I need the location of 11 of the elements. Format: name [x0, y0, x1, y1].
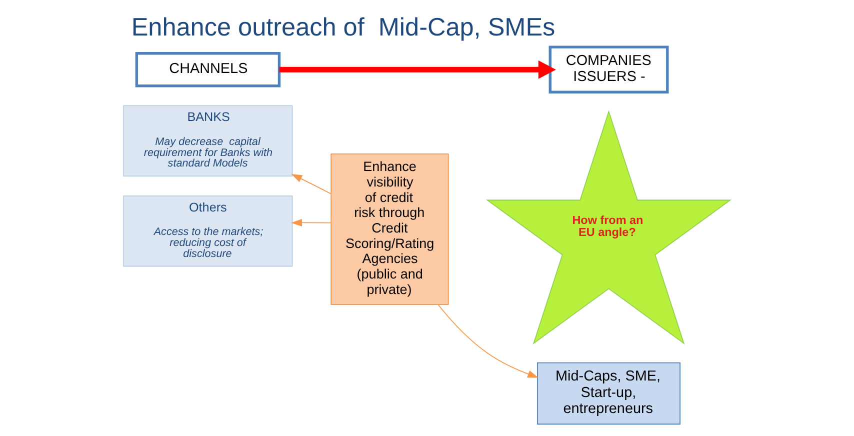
- arrow: [291, 218, 332, 226]
- arrow: [291, 174, 332, 194]
- node-box: CHANNELS: [135, 52, 281, 88]
- node-box: BANKS May decrease capital requirement for Banks with standard Models: [123, 105, 293, 176]
- node-box: COMPANIES ISSUERS -: [548, 46, 669, 94]
- arrow: [438, 304, 538, 378]
- node-box: Mid-Caps, SME, Start-up, entrepreneurs: [537, 362, 680, 425]
- node-box: Others Access to the markets; reducing cost of disclosure: [123, 195, 293, 267]
- node-box: Enhance visibility of credit risk through Credit Scoring/Rating Agencies (public and private): [330, 154, 449, 306]
- arrow: [279, 60, 556, 79]
- diagram-title: Enhance outreach of Mid-Cap, SMEs: [131, 14, 556, 42]
